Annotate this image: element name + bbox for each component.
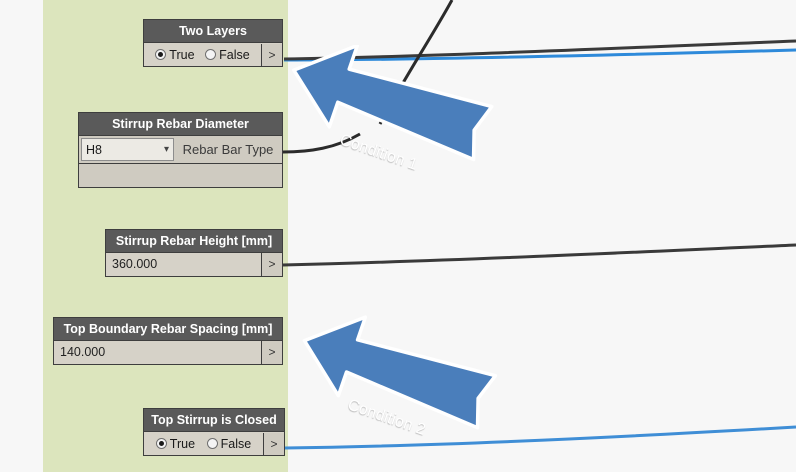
slider-value[interactable]: 140.000	[54, 341, 261, 364]
output-port[interactable]: >	[261, 341, 282, 364]
param-label-rebar-bar-type: Rebar Bar Type	[174, 136, 282, 163]
radio-true[interactable]: True	[155, 436, 196, 451]
component-empty-row	[79, 163, 282, 187]
banner-arrow-left-shape	[302, 315, 498, 430]
wire-two-layers	[283, 39, 796, 61]
slider-value[interactable]: 360.000	[106, 253, 261, 276]
radio-dot-selected-icon	[155, 49, 167, 60]
wire-two-layers-blue	[283, 48, 796, 62]
radio-true[interactable]: True	[155, 47, 195, 62]
component-title: Stirrup Rebar Diameter	[79, 113, 282, 135]
component-title: Stirrup Rebar Height [mm]	[106, 230, 282, 252]
radio-label-true: True	[169, 47, 195, 62]
output-port[interactable]: >	[261, 253, 282, 276]
radio-dot-icon	[205, 49, 217, 60]
radio-label-false: False	[219, 47, 250, 62]
component-title: Top Stirrup is Closed	[144, 409, 284, 431]
radio-dot-icon	[206, 438, 218, 449]
wire-top-stirrup-closed	[284, 425, 796, 450]
boolean-toggle-row[interactable]: True False >	[144, 42, 282, 66]
radio-false[interactable]: False	[205, 48, 250, 62]
radio-dot-selected-icon	[155, 438, 167, 449]
component-title: Two Layers	[144, 20, 282, 42]
output-port[interactable]: >	[263, 432, 284, 455]
wire-top-curve	[378, 0, 454, 125]
component-top-stirrup-is-closed[interactable]: Top Stirrup is Closed True False >	[143, 408, 285, 456]
slider-value-row[interactable]: 140.000 >	[54, 340, 282, 364]
component-two-layers[interactable]: Two Layers True False >	[143, 19, 283, 67]
banner-arrow-left-shape	[292, 43, 494, 162]
annotation-label: Condition 2	[345, 396, 428, 439]
component-stirrup-rebar-height[interactable]: Stirrup Rebar Height [mm] 360.000 >	[105, 229, 283, 277]
radio-label-false: False	[220, 436, 252, 451]
chevron-down-icon: ▾	[163, 144, 169, 155]
diameter-dropdown[interactable]: H8 ▾	[81, 138, 174, 161]
annotation-condition-2: Condition 2	[290, 315, 505, 450]
slider-value-row[interactable]: 360.000 >	[106, 252, 282, 276]
output-port[interactable]: >	[261, 43, 282, 66]
annotation-label: Condition 1	[337, 131, 420, 174]
component-stirrup-rebar-diameter[interactable]: Stirrup Rebar Diameter H8 ▾ Rebar Bar Ty…	[78, 112, 283, 188]
dropdown-value: H8	[86, 142, 102, 157]
radio-label-true: True	[169, 436, 196, 451]
wire-rebar-bar-type	[282, 132, 361, 154]
radio-false[interactable]: False	[206, 436, 252, 451]
wire-stirrup-height	[282, 243, 796, 267]
component-title: Top Boundary Rebar Spacing [mm]	[54, 318, 282, 340]
component-top-boundary-rebar-spacing[interactable]: Top Boundary Rebar Spacing [mm] 140.000 …	[53, 317, 283, 365]
boolean-toggle-row[interactable]: True False >	[144, 431, 284, 455]
annotation-condition-1: Condition 1	[278, 43, 508, 190]
value-list-row[interactable]: H8 ▾ Rebar Bar Type	[79, 135, 282, 163]
